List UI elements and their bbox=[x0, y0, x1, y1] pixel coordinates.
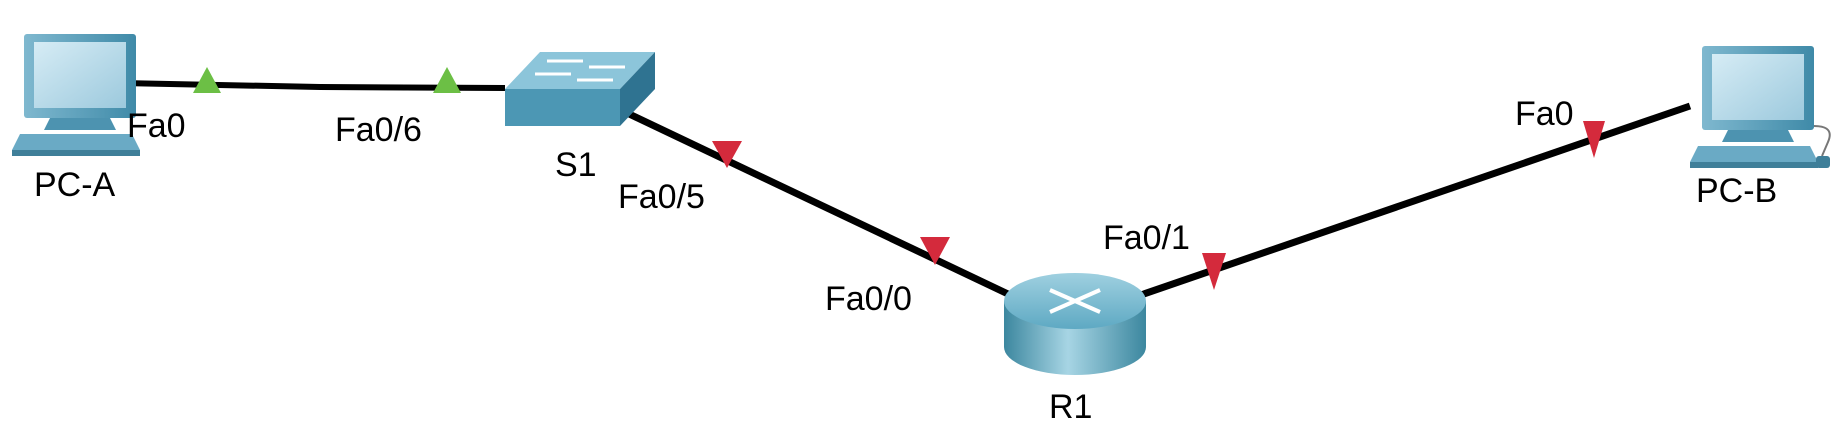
port-up-triangle bbox=[193, 67, 221, 93]
port-down-triangle bbox=[920, 237, 950, 265]
device-label-pc-a: PC-A bbox=[34, 166, 116, 204]
switch-icon[interactable] bbox=[505, 52, 655, 126]
device-label-r1: R1 bbox=[1049, 388, 1093, 426]
port-down-triangle bbox=[1583, 121, 1605, 158]
link-s1-r1[interactable] bbox=[623, 108, 1010, 298]
port-down-triangle bbox=[1202, 253, 1226, 290]
port-label: Fa0/6 bbox=[335, 111, 422, 149]
link-status-indicators bbox=[193, 67, 1605, 290]
pc-icon[interactable] bbox=[12, 34, 140, 156]
port-label: Fa0/5 bbox=[618, 178, 705, 216]
port-label: Fa0/1 bbox=[1103, 219, 1190, 257]
port-label: Fa0 bbox=[1515, 95, 1574, 133]
device-label-pc-b: PC-B bbox=[1696, 172, 1778, 210]
router-icon[interactable] bbox=[1004, 273, 1146, 375]
pc-icon[interactable] bbox=[1690, 46, 1831, 168]
port-label: Fa0/0 bbox=[825, 280, 912, 318]
device-label-s1: S1 bbox=[555, 146, 597, 184]
port-up-triangle bbox=[433, 67, 461, 93]
port-label: Fa0 bbox=[127, 107, 186, 145]
port-down-triangle bbox=[712, 141, 742, 168]
